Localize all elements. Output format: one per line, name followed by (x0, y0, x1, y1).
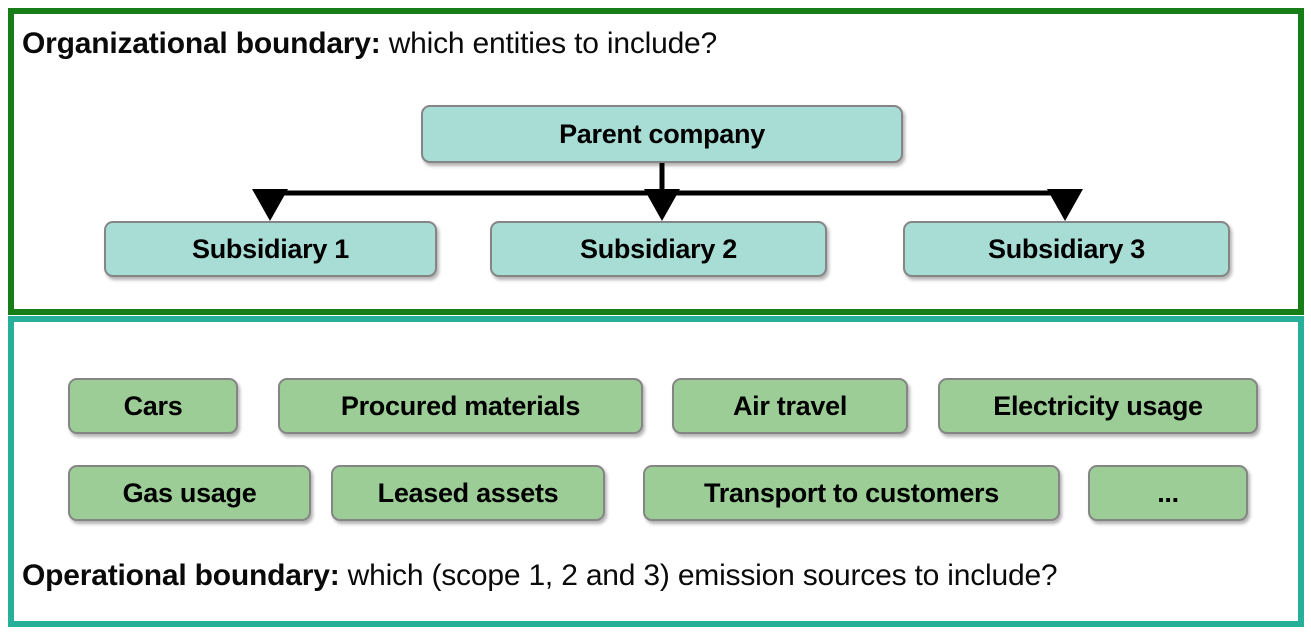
node-subsidiary-1-label: Subsidiary 1 (192, 233, 349, 264)
node-emission-source-electricity-usage[interactable]: Electricity usage (938, 378, 1258, 434)
node-emission-source-transport-to-customers-label: Transport to customers (704, 477, 999, 508)
node-emission-source-more[interactable]: ... (1088, 465, 1248, 521)
node-emission-source-procured-materials-label: Procured materials (340, 390, 581, 421)
node-emission-source-air-travel[interactable]: Air travel (672, 378, 908, 434)
node-emission-source-leased-assets[interactable]: Leased assets (331, 465, 605, 521)
operational-heading-label: Operational boundary: (22, 559, 340, 592)
node-parent-company[interactable]: Parent company (421, 105, 903, 163)
node-subsidiary-2-label: Subsidiary 2 (580, 233, 737, 264)
node-emission-source-cars[interactable]: Cars (68, 378, 238, 434)
node-subsidiary-3-label: Subsidiary 3 (988, 233, 1145, 264)
node-subsidiary-3[interactable]: Subsidiary 3 (903, 221, 1230, 277)
node-emission-source-air-travel-label: Air travel (732, 390, 848, 421)
node-parent-company-label: Parent company (559, 118, 765, 149)
node-emission-source-gas-usage[interactable]: Gas usage (68, 465, 311, 521)
node-emission-source-more-label: ... (1157, 477, 1179, 508)
node-emission-source-procured-materials[interactable]: Procured materials (278, 378, 643, 434)
organizational-heading-label: Organizational boundary: (22, 27, 381, 60)
operational-boundary-heading: Operational boundary: which (scope 1, 2 … (22, 558, 1058, 594)
organizational-heading-question: which entities to include? (380, 27, 718, 60)
node-emission-source-cars-label: Cars (123, 390, 183, 421)
node-subsidiary-2[interactable]: Subsidiary 2 (490, 221, 827, 277)
node-emission-source-transport-to-customers[interactable]: Transport to customers (643, 465, 1060, 521)
node-emission-source-electricity-usage-label: Electricity usage (993, 390, 1203, 421)
node-emission-source-gas-usage-label: Gas usage (122, 477, 257, 508)
node-emission-source-leased-assets-label: Leased assets (377, 477, 559, 508)
operational-heading-question: which (scope 1, 2 and 3) emission source… (339, 559, 1058, 592)
node-subsidiary-1[interactable]: Subsidiary 1 (104, 221, 437, 277)
organizational-boundary-heading: Organizational boundary: which entities … (22, 26, 717, 62)
